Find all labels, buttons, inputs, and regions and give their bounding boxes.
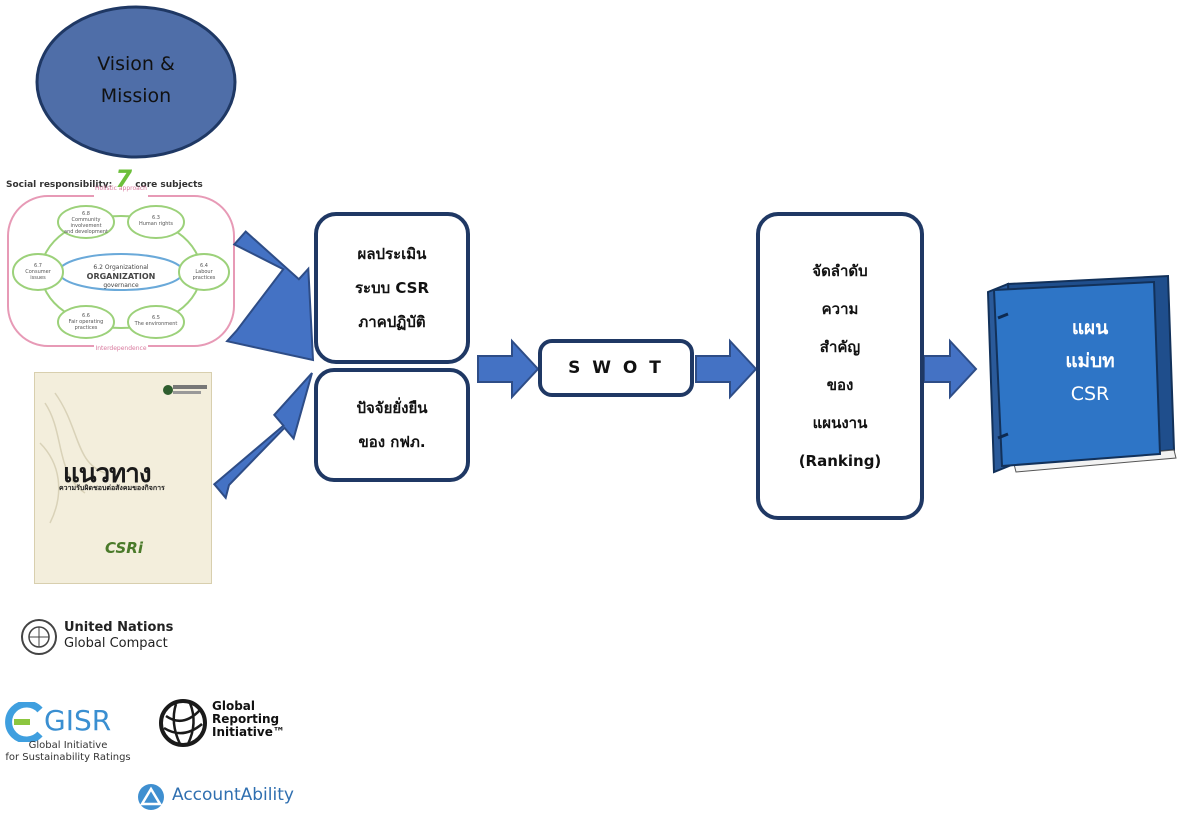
ranking-box: จัดลำดับ ความ สำคัญ ของ แผนงาน (Ranking): [756, 212, 924, 520]
ranking-line-1: จัดลำดับ: [812, 262, 868, 280]
arrow-iso-to-assessment: [225, 230, 315, 362]
iso-header-right: core subjects: [135, 180, 203, 190]
un-line-1: United Nations: [64, 620, 174, 635]
iso-subject-text: Community: [71, 217, 101, 223]
iso-subject-num: 6.8: [82, 211, 90, 217]
iso-subject-text: Fair operating: [68, 319, 104, 325]
vision-line-1: Vision &: [97, 53, 175, 75]
iso-subject-text: and development: [64, 229, 108, 235]
gri-line-2: Reporting: [212, 712, 280, 726]
gri-globe-icon: [159, 699, 207, 747]
gri-line-3: Initiative™: [212, 725, 285, 739]
iso-header-left: Social responsibility:: [6, 180, 113, 190]
iso-interdependence: Interdependence: [95, 345, 147, 352]
assessment-line-1: ผลประเมิน: [357, 245, 427, 263]
iso-subject-text: issues: [30, 275, 46, 281]
ranking-line-2: ความ: [821, 300, 859, 318]
iso-header-number: 7: [115, 165, 133, 193]
iso-subject-consumer: 6.7 Consumer issues: [14, 263, 62, 281]
iso-center-top: 6.2 Organizational: [93, 264, 149, 271]
gisr-sub-2: for Sustainability Ratings: [5, 752, 131, 763]
iso-subject-fair-operating: 6.6 Fair operating practices: [58, 313, 114, 331]
arrow-guide-to-sustainability: [212, 372, 313, 500]
iso-subject-human-rights: 6.3 Human rights: [128, 215, 184, 227]
iso-holistic: Holistic approach: [95, 185, 147, 192]
iso-subject-community: 6.8 Community involvement and developmen…: [58, 211, 114, 235]
iso-center-bot: governance: [103, 282, 139, 289]
master-plan-book-icon: [986, 274, 1177, 474]
book-line-1: แผน: [1071, 317, 1109, 339]
csr-guideline-cover: แนวทาง ความรับผิดชอบต่อสังคมของกิจการ CS…: [34, 372, 212, 584]
iso-subject-text: practices: [192, 275, 216, 281]
accountability-logo: AccountAbility: [136, 782, 306, 812]
accountability-wordmark: AccountAbility: [172, 785, 294, 805]
iso-subject-num: 6.3: [152, 215, 160, 221]
arrow-swot-to-ranking: [695, 338, 758, 400]
un-global-compact-logo: United Nations Global Compact: [20, 616, 200, 658]
iso-subject-environment: 6.5 The environment: [128, 315, 184, 327]
assessment-box: ผลประเมิน ระบบ CSR ภาคปฏิบัติ: [314, 212, 470, 364]
iso-subject-text: Consumer: [25, 269, 51, 275]
sustainability-line-1: ปัจจัยยั่งยืน: [356, 399, 428, 417]
iso-subject-num: 6.4: [200, 263, 208, 269]
iso-subject-num: 6.6: [82, 313, 90, 319]
iso-subject-text: Labour: [195, 269, 213, 275]
un-line-2: Global Compact: [64, 636, 168, 651]
iso-subject-labour: 6.4 Labour practices: [180, 263, 228, 281]
swot-label: S W O T: [568, 358, 664, 378]
iso-subject-text: The environment: [134, 321, 178, 327]
iso-subject-text: practices: [74, 325, 98, 331]
vision-mission-ellipse: [35, 5, 237, 159]
cover-subtitle: ความรับผิดชอบต่อสังคมของกิจการ: [59, 484, 165, 492]
gri-logo: Global Reporting Initiative™: [158, 698, 298, 748]
book-title: แผน แม่บท CSR: [1020, 312, 1160, 411]
arrow-to-swot: [477, 338, 540, 400]
arrow-ranking-to-book: [923, 338, 978, 400]
iso-core-subjects-image: Social responsibility: 7 core subjects H…: [6, 162, 236, 358]
book-line-3: CSR: [1070, 383, 1110, 405]
gisr-sub-1: Global Initiative: [28, 740, 108, 751]
book-line-2: แม่บท: [1065, 350, 1115, 372]
assessment-line-3: ภาคปฏิบัติ: [358, 313, 426, 331]
sustainability-line-2: ของ กฟภ.: [358, 433, 426, 451]
ranking-line-6: (Ranking): [798, 452, 882, 470]
ranking-line-5: แผนงาน: [812, 414, 868, 432]
accountability-emblem-icon: [138, 784, 164, 810]
ranking-line-4: ของ: [826, 376, 854, 394]
cover-top-logo: [163, 385, 173, 395]
cover-csri-logo: CSRi: [105, 539, 143, 557]
gisr-logo: GISR Global Initiative for Sustainabilit…: [0, 702, 136, 772]
un-emblem-icon: [21, 619, 57, 655]
gisr-swoosh-icon: [5, 702, 43, 742]
sustainability-factors-box: ปัจจัยยั่งยืน ของ กฟภ.: [314, 368, 470, 482]
iso-subject-num: 6.5: [152, 315, 160, 321]
gisr-wordmark: GISR: [44, 704, 112, 737]
cover-swirl-graphic: [39, 392, 106, 524]
swot-box: S W O T: [538, 339, 694, 397]
cover-title: แนวทาง: [63, 459, 152, 489]
vision-line-2: Mission: [100, 85, 172, 107]
ranking-line-3: สำคัญ: [819, 338, 861, 356]
assessment-line-2: ระบบ CSR: [354, 279, 430, 297]
vision-mission-node: Vision & Mission: [34, 3, 238, 161]
iso-subject-text: Human rights: [139, 221, 173, 227]
iso-center-mid: ORGANIZATION: [86, 272, 156, 281]
iso-diagram-graphic: [7, 188, 235, 355]
iso-subject-text: involvement: [70, 223, 102, 229]
gri-line-1: Global: [212, 699, 256, 713]
iso-subject-num: 6.7: [34, 263, 42, 269]
